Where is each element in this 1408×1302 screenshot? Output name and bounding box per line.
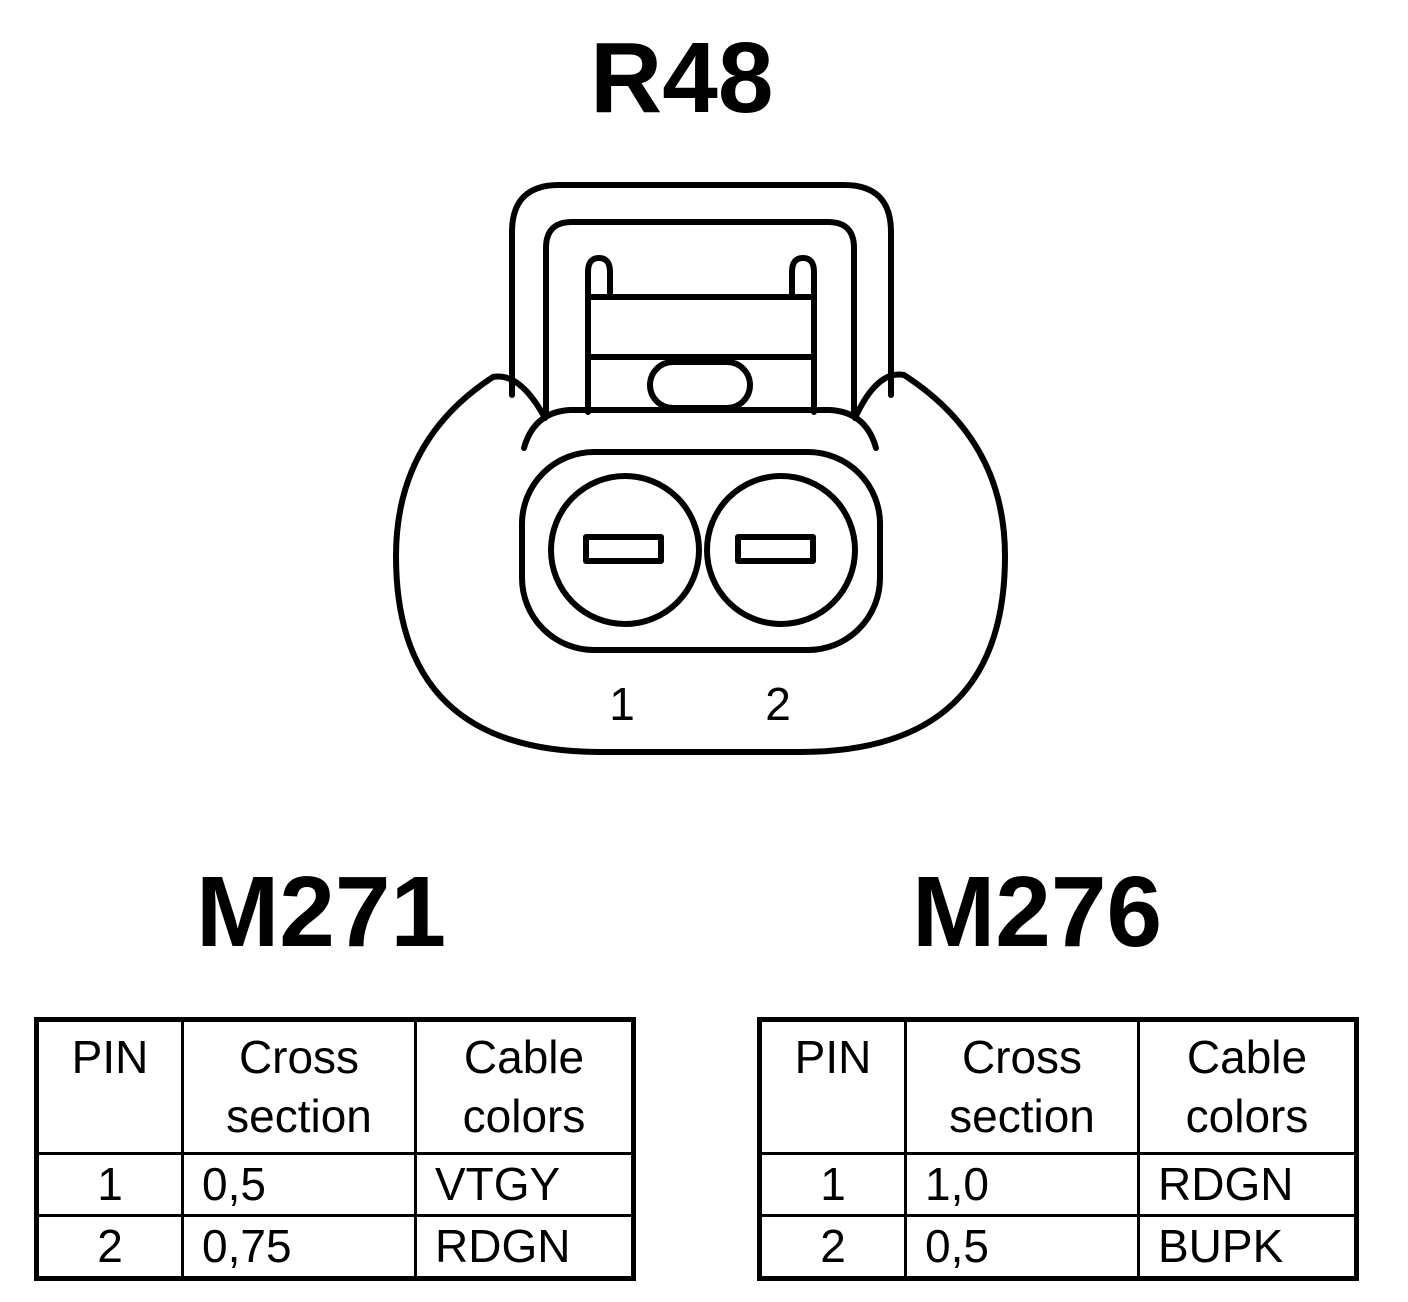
latch-prong-left bbox=[585, 255, 613, 415]
pin-2-cavity bbox=[704, 473, 858, 627]
connector-title: R48 bbox=[590, 22, 774, 134]
latch-prong-right bbox=[789, 255, 817, 415]
header-cross-section: Cross section bbox=[181, 1018, 417, 1155]
pin-label-2: 2 bbox=[765, 678, 791, 730]
cell-pin: 1 bbox=[758, 1152, 907, 1217]
header-pin: PIN bbox=[758, 1018, 907, 1155]
cell-cross-section: 0,5 bbox=[904, 1213, 1140, 1280]
cell-cable-colors: RDGN bbox=[414, 1213, 635, 1280]
m271-title: M271 bbox=[196, 856, 447, 968]
cell-pin: 1 bbox=[35, 1152, 184, 1217]
pin-1-cavity bbox=[548, 473, 702, 627]
latch-button bbox=[647, 359, 753, 411]
housing-shoulder bbox=[521, 407, 879, 451]
header-cable-colors: Cable colors bbox=[414, 1018, 635, 1155]
header-cable-colors: Cable colors bbox=[1137, 1018, 1358, 1155]
table-row: 1 0,5 VTGY bbox=[35, 1152, 635, 1217]
table-header-row: PIN Cross section Cable colors bbox=[35, 1018, 635, 1155]
cell-cross-section: 0,75 bbox=[181, 1213, 417, 1280]
table-row: 1 1,0 RDGN bbox=[758, 1152, 1358, 1217]
cell-cable-colors: RDGN bbox=[1137, 1152, 1358, 1217]
cell-cable-colors: BUPK bbox=[1137, 1213, 1358, 1280]
connector-drawing: 1 2 bbox=[393, 182, 1008, 755]
pin-2-blade bbox=[735, 534, 816, 564]
table-row: 2 0,5 BUPK bbox=[758, 1213, 1358, 1280]
pin-label-1: 1 bbox=[609, 678, 635, 730]
header-pin: PIN bbox=[35, 1018, 184, 1155]
housing-outer bbox=[393, 371, 1008, 755]
cell-cross-section: 0,5 bbox=[181, 1152, 417, 1217]
table-row: 2 0,75 RDGN bbox=[35, 1213, 635, 1280]
header-cross-section: Cross section bbox=[904, 1018, 1140, 1155]
m276-pin-table: PIN Cross section Cable colors 1 1,0 RDG… bbox=[757, 1017, 1359, 1281]
m276-title: M276 bbox=[912, 856, 1163, 968]
cell-pin: 2 bbox=[35, 1213, 184, 1280]
cell-cable-colors: VTGY bbox=[414, 1152, 635, 1217]
m271-pin-table: PIN Cross section Cable colors 1 0,5 VTG… bbox=[34, 1017, 636, 1281]
pin-recess bbox=[519, 449, 883, 653]
latch-outer-frame bbox=[509, 182, 894, 398]
pin-1-blade bbox=[583, 534, 664, 564]
latch-inner-frame bbox=[543, 219, 857, 415]
cell-pin: 2 bbox=[758, 1213, 907, 1280]
table-header-row: PIN Cross section Cable colors bbox=[758, 1018, 1358, 1155]
cell-cross-section: 1,0 bbox=[904, 1152, 1140, 1217]
